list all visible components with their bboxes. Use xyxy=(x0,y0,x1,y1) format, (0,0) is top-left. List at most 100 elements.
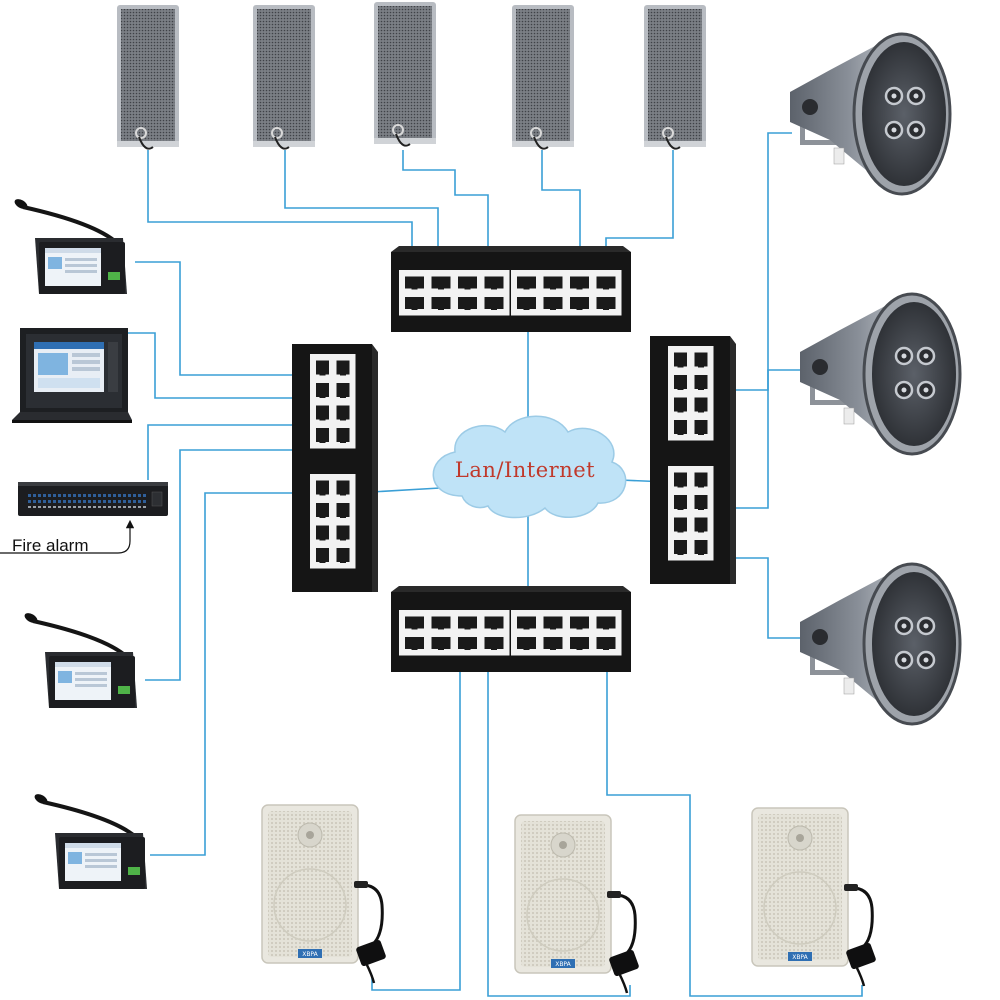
ethernet-port xyxy=(334,522,352,543)
paging-mic-1 xyxy=(14,199,127,294)
lan-internet-cloud: Lan/Internet xyxy=(432,415,627,519)
paging-microphone-icon xyxy=(24,613,137,708)
ethernet-port xyxy=(692,417,710,437)
ethernet-port xyxy=(402,273,427,292)
ethernet-port xyxy=(692,372,710,392)
ethernet-port xyxy=(334,425,352,445)
column-speaker-icon xyxy=(117,5,179,150)
paging-mic-2 xyxy=(24,613,137,708)
cable-column-4 xyxy=(541,150,586,278)
ethernet-port xyxy=(692,394,710,415)
horn-speaker-icon xyxy=(800,292,962,456)
ethernet-port xyxy=(594,634,618,652)
cable-mic-2 xyxy=(145,444,321,681)
network-switch-icon xyxy=(391,586,631,672)
ethernet-port xyxy=(482,294,506,312)
switch-left xyxy=(292,344,378,592)
ethernet-port xyxy=(455,273,480,292)
ethernet-port xyxy=(671,469,690,490)
ethernet-port xyxy=(671,537,690,557)
horn-speaker-1 xyxy=(790,32,952,196)
cable-column-2 xyxy=(284,150,444,278)
paging-microphone-icon xyxy=(34,794,147,889)
paging-mic-3 xyxy=(34,794,147,889)
ethernet-port xyxy=(567,613,592,632)
ethernet-port xyxy=(541,294,565,312)
rack-server xyxy=(12,328,132,423)
column-speaker-icon xyxy=(374,2,436,147)
ethernet-port xyxy=(567,294,592,312)
ethernet-port xyxy=(334,402,352,423)
rack-server-icon xyxy=(12,328,132,423)
cable-wall-1 xyxy=(371,657,466,991)
ethernet-port xyxy=(514,634,539,652)
wall-speaker-icon: XBPA xyxy=(514,814,639,994)
fire-alarm-controller-icon xyxy=(18,482,168,516)
ethernet-port xyxy=(692,537,710,557)
ethernet-port xyxy=(429,273,453,292)
cable-wall-3 xyxy=(601,657,863,997)
ethernet-port xyxy=(334,545,352,565)
poe-adapter-icon xyxy=(354,881,386,984)
paging-microphone-icon xyxy=(14,199,127,294)
ethernet-port xyxy=(482,613,506,632)
ethernet-port xyxy=(567,634,592,652)
column-speaker-row xyxy=(117,2,706,150)
network-switch-icon xyxy=(391,246,631,332)
ethernet-port xyxy=(567,273,592,292)
wall-speaker-brand: XBPA xyxy=(555,961,571,968)
wall-speaker-brand: XBPA xyxy=(302,951,318,958)
ethernet-port xyxy=(692,349,710,370)
horn-speaker-2 xyxy=(800,292,962,456)
ethernet-port xyxy=(671,372,690,392)
horn-speaker-icon xyxy=(800,562,962,726)
cable-wall-2 xyxy=(482,657,631,997)
cloud-label: Lan/Internet xyxy=(455,458,595,482)
cable-column-3 xyxy=(402,150,494,278)
column-speaker-icon xyxy=(512,5,574,150)
ethernet-port xyxy=(692,469,710,490)
ethernet-port xyxy=(514,613,539,632)
ethernet-port xyxy=(313,545,332,565)
column-speaker-3 xyxy=(374,2,436,147)
ethernet-port xyxy=(455,613,480,632)
ethernet-port xyxy=(671,349,690,370)
switch-right xyxy=(650,336,736,584)
fire-alarm-controller xyxy=(18,482,168,516)
cable-fire-controller xyxy=(147,419,321,480)
ethernet-port xyxy=(313,425,332,445)
ethernet-port xyxy=(455,294,480,312)
ethernet-port xyxy=(402,613,427,632)
switch-bottom xyxy=(391,586,631,672)
ethernet-port xyxy=(671,394,690,415)
wall-speaker-icon: XBPA xyxy=(751,807,876,987)
wall-speaker-3: XBPA xyxy=(751,807,876,987)
network-switch-icon xyxy=(650,336,736,584)
ethernet-port xyxy=(514,273,539,292)
ethernet-port xyxy=(671,417,690,437)
ethernet-port xyxy=(429,613,453,632)
ethernet-port xyxy=(541,634,565,652)
fire-alarm-callout: Fire alarm xyxy=(0,519,135,555)
switch-top xyxy=(391,246,631,332)
ethernet-port xyxy=(594,273,618,292)
cable-rack xyxy=(128,332,321,404)
ethernet-port xyxy=(402,294,427,312)
cable-mic-3 xyxy=(150,487,321,856)
ethernet-port xyxy=(334,380,352,400)
ethernet-port xyxy=(313,402,332,423)
ethernet-port xyxy=(594,294,618,312)
ethernet-port xyxy=(313,477,332,498)
cable-mic-1 xyxy=(135,261,321,381)
poe-adapter-icon xyxy=(607,891,639,994)
horn-speaker-3 xyxy=(800,562,962,726)
cable-column-1 xyxy=(147,150,418,278)
ethernet-port xyxy=(514,294,539,312)
ethernet-port xyxy=(692,514,710,535)
wall-speaker-brand: XBPA xyxy=(792,954,808,961)
column-speaker-icon xyxy=(644,5,706,150)
wall-speaker-icon: XBPA xyxy=(261,804,386,984)
ethernet-port xyxy=(455,634,480,652)
column-speaker-5 xyxy=(644,5,706,150)
